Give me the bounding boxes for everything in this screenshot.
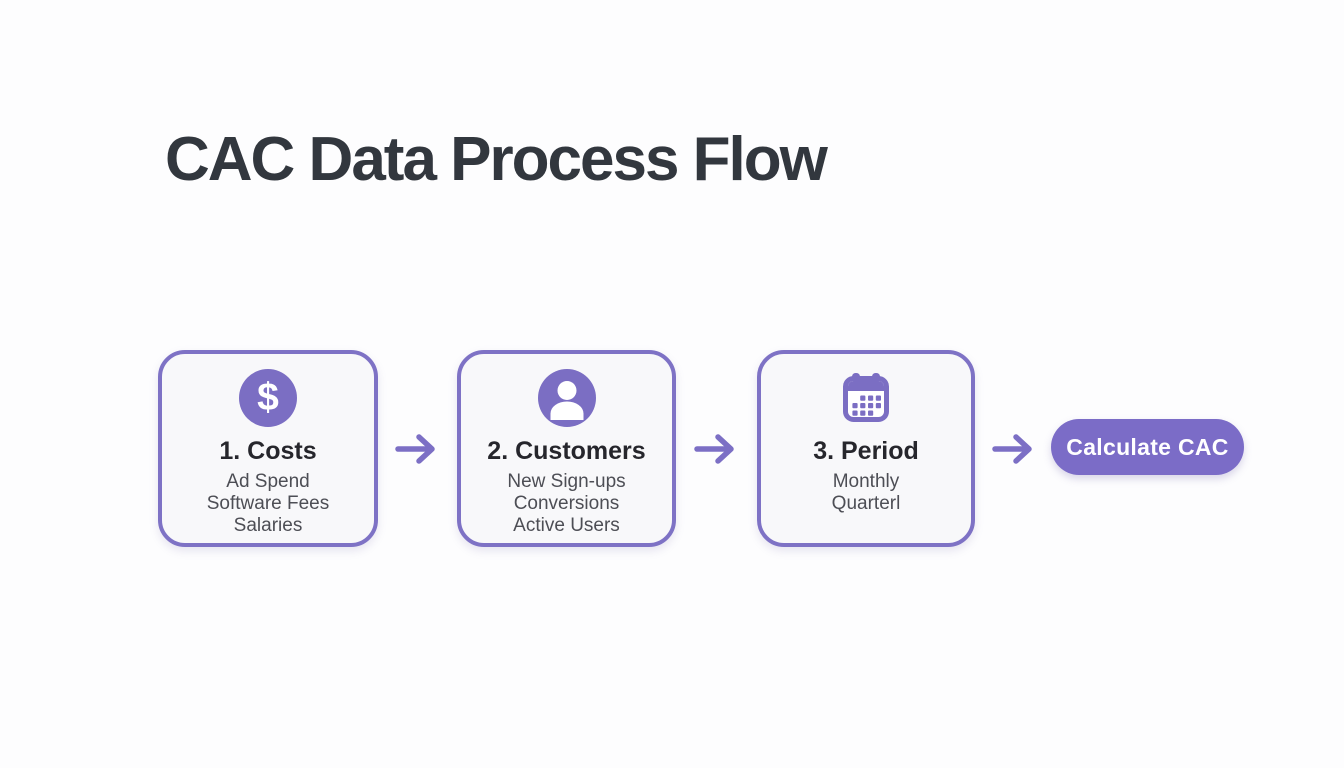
flow-arrow-icon <box>992 434 1032 464</box>
dollar-symbol: $ <box>257 375 279 419</box>
dollar-icon: $ <box>239 369 297 427</box>
step-item: Quarterl <box>831 493 901 514</box>
step-items-costs: Ad Spend Software Fees Salaries <box>207 471 330 537</box>
step-box-period: 3. Period Monthly Quarterl <box>757 350 975 547</box>
page-title: CAC Data Process Flow <box>165 125 828 194</box>
step-item: Ad Spend <box>226 471 310 492</box>
step-item: New Sign-ups <box>507 471 626 492</box>
flow-arrow-icon <box>395 434 435 464</box>
calendar-icon <box>837 369 895 427</box>
step-box-customers: 2. Customers New Sign-ups Conversions Ac… <box>457 350 676 547</box>
step-items-period: Monthly Quarterl <box>832 471 901 515</box>
flow-arrow-icon <box>694 434 734 464</box>
step-title-period: 3. Period <box>813 437 919 465</box>
step-item: Conversions <box>513 493 620 514</box>
step-item: Active Users <box>513 515 620 536</box>
step-box-costs: $ 1. Costs Ad Spend Software Fees Salari… <box>158 350 378 547</box>
calculate-cac-button[interactable]: Calculate CAC <box>1051 419 1244 475</box>
step-item: Software Fees <box>206 493 330 514</box>
step-item: Salaries <box>233 515 303 536</box>
step-title-costs: 1. Costs <box>219 437 317 465</box>
user-icon <box>537 369 596 427</box>
step-item: Monthly <box>832 471 900 492</box>
step-items-customers: New Sign-ups Conversions Active Users <box>507 471 625 537</box>
step-title-customers: 2. Customers <box>487 437 646 465</box>
